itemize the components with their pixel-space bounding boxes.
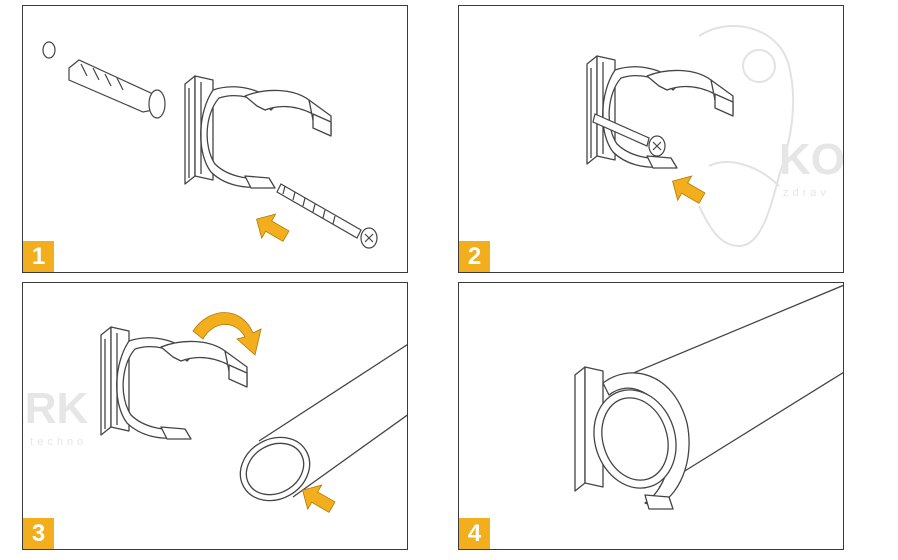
- pipe-clamp: [574, 366, 690, 510]
- watermark-logo: [698, 25, 795, 248]
- step-4-illustration: [574, 284, 843, 510]
- step-number-badge: 3: [23, 518, 54, 549]
- washer: [42, 41, 56, 59]
- pipe-clamp: [100, 326, 248, 440]
- step-2-panel: KO zdrav 2: [458, 5, 844, 273]
- screw: [592, 113, 666, 157]
- step-1-panel: 1: [22, 5, 408, 273]
- watermark-tagline-right: zdrav: [783, 187, 830, 199]
- wall-plug: [68, 59, 166, 119]
- rotate-arrow: [192, 312, 262, 356]
- insert-arrow: [665, 168, 710, 211]
- watermark-brand-right: KO: [779, 135, 844, 184]
- step-number-badge: 2: [459, 241, 490, 272]
- step-1-illustration: [42, 41, 378, 249]
- pipe: [618, 284, 843, 488]
- step-2-illustration: KO zdrav: [586, 25, 844, 248]
- step-3-panel: ARK a techno 3: [22, 282, 408, 550]
- watermark-tagline-left: a techno: [23, 436, 87, 448]
- watermark-brand-left: ARK: [23, 384, 89, 433]
- insert-arrow: [249, 206, 294, 249]
- pipe: [239, 344, 407, 502]
- pipe-clamp: [184, 75, 332, 189]
- step-number-badge: 1: [23, 241, 54, 272]
- step-4-panel: 4: [458, 282, 844, 550]
- screw: [276, 183, 378, 249]
- step-3-illustration: ARK a techno: [23, 312, 407, 520]
- step-number-badge: 4: [459, 518, 490, 549]
